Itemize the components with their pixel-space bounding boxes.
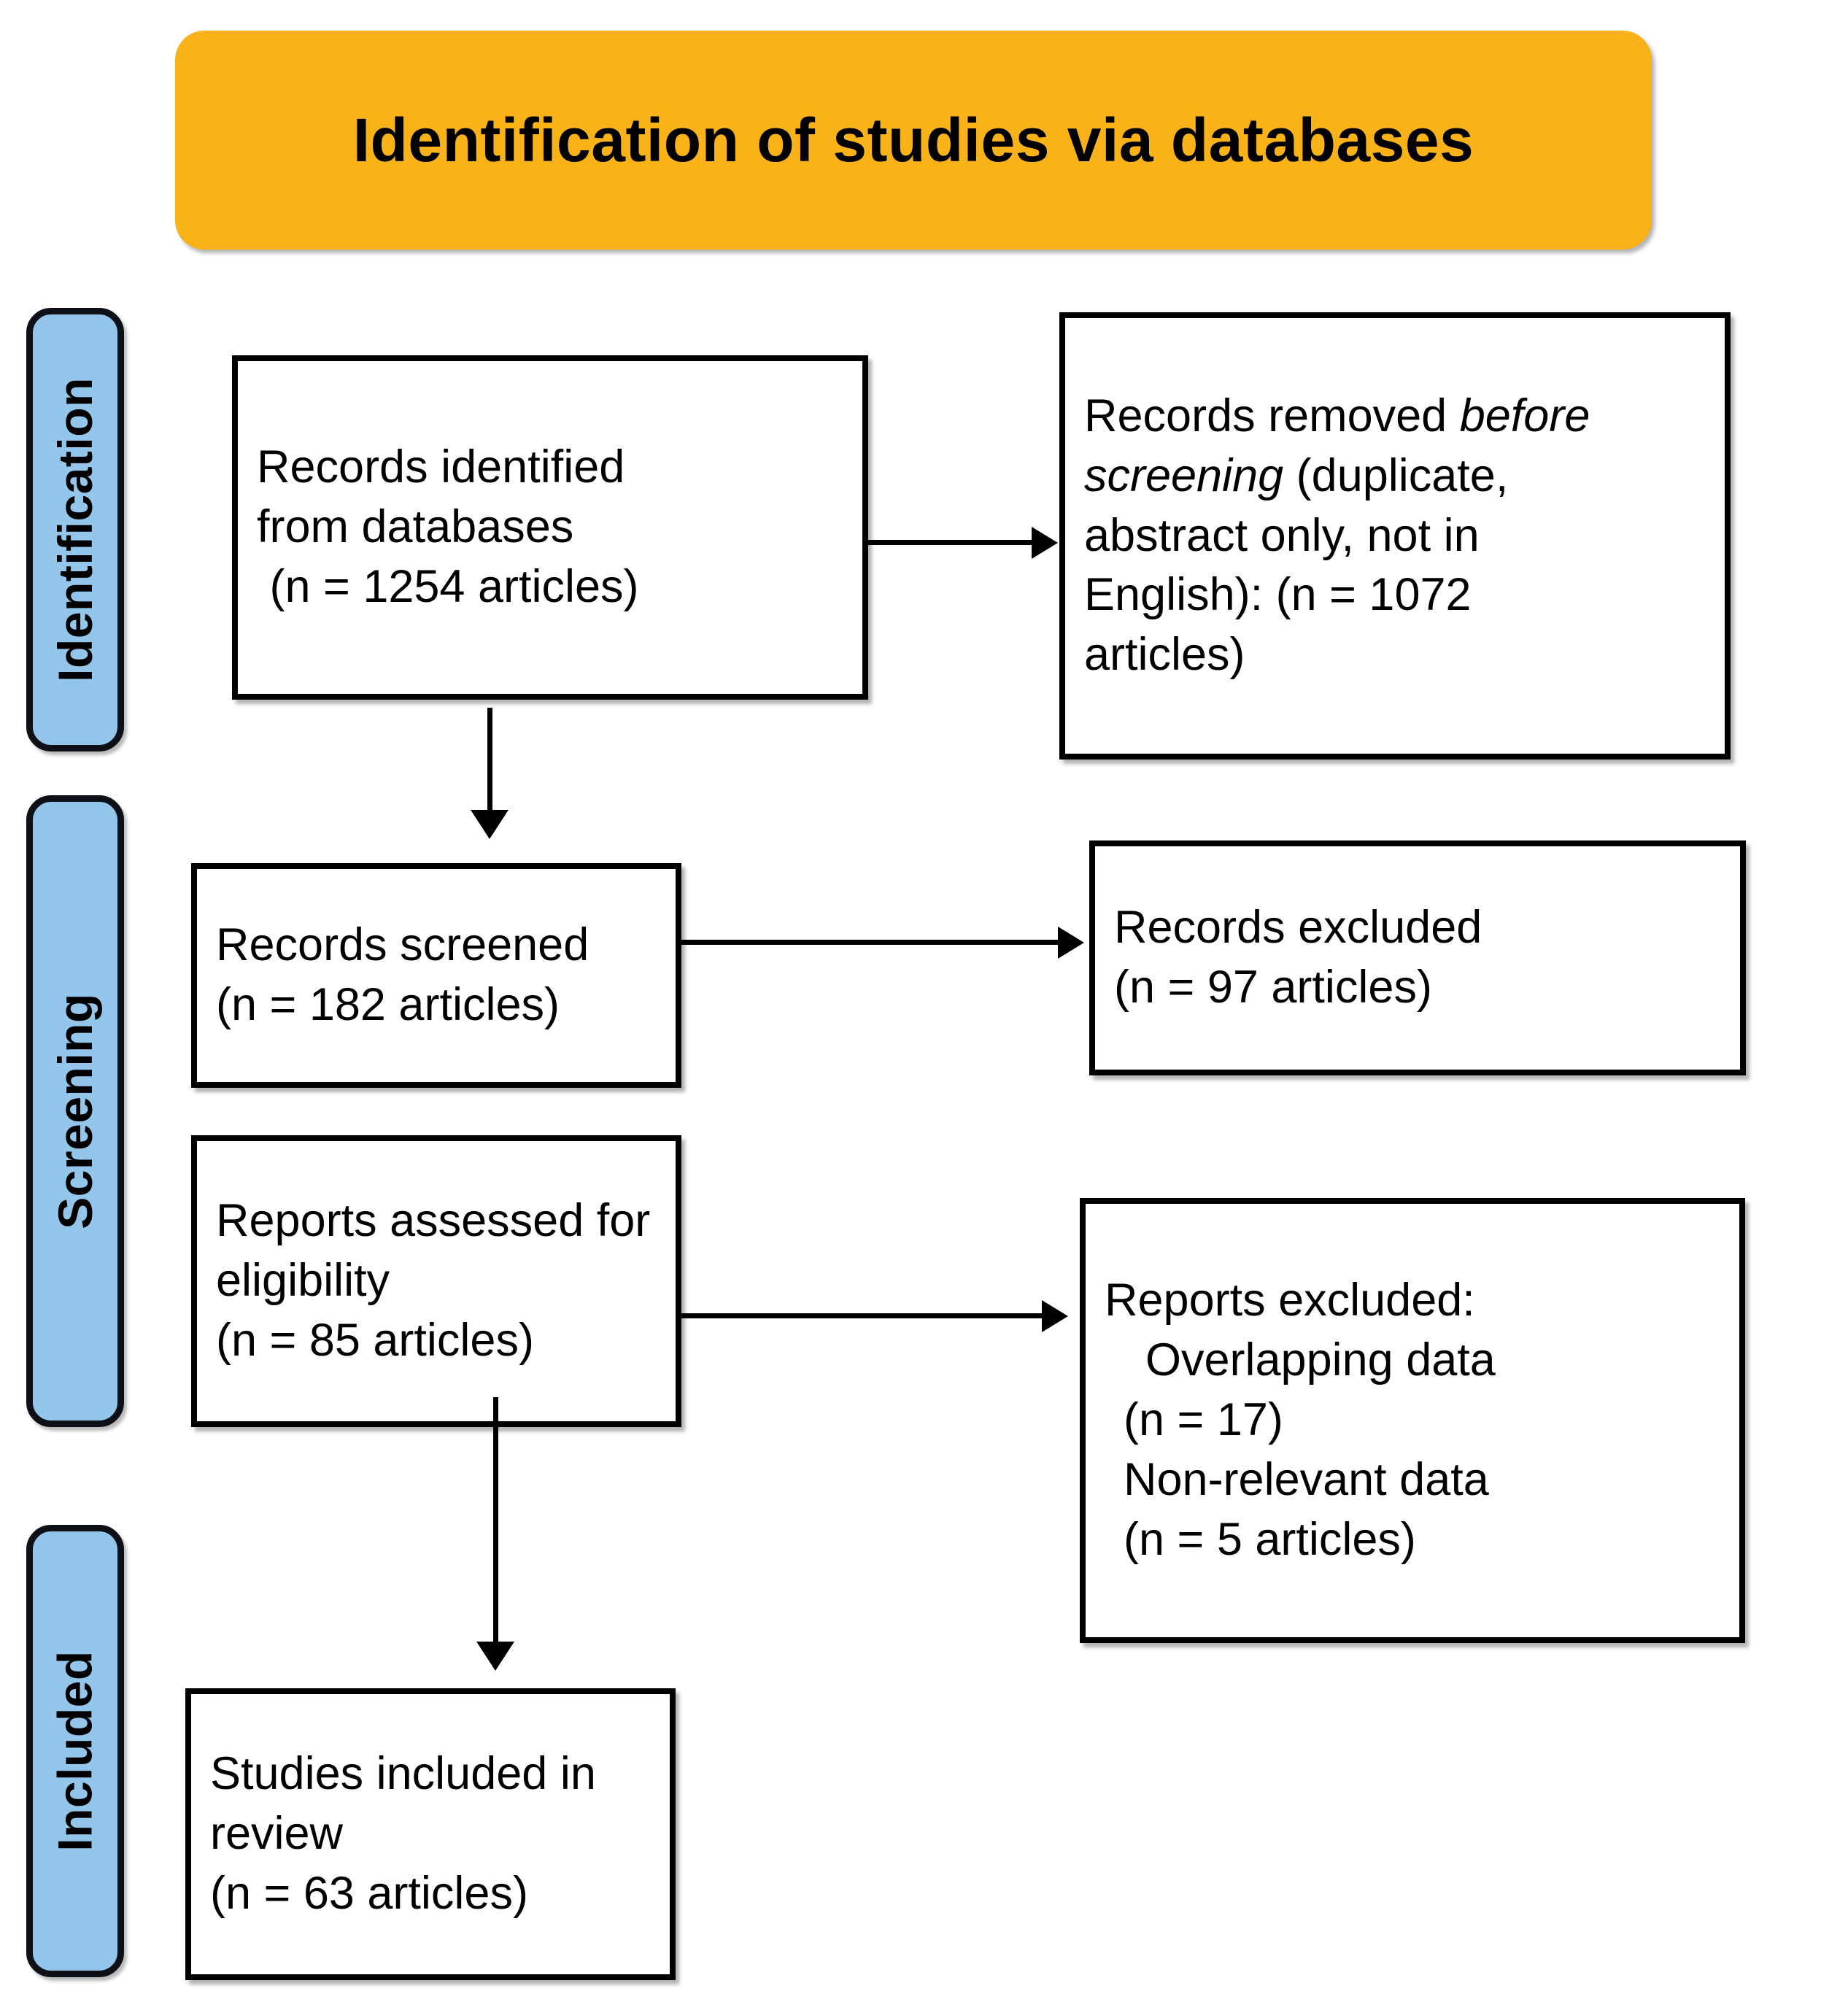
italic-emphasis: screening [1084, 449, 1284, 501]
flow-box-line: Reports excluded: [1105, 1275, 1475, 1326]
flow-box-reports-excluded: Reports excluded: Overlapping data (n = … [1080, 1198, 1745, 1643]
stage-tab-identification-label: Identification [48, 377, 103, 682]
flow-box-line: (n = 5 articles) [1124, 1513, 1416, 1565]
arrow-head-down-icon [476, 1642, 514, 1671]
stage-tab-screening: Screening [26, 795, 124, 1427]
italic-emphasis: before [1459, 390, 1590, 441]
connector-eligibility-to-included-line [493, 1397, 498, 1653]
stage-tab-included: Included [26, 1525, 124, 1977]
flow-box-records-identified: Records identified from databases (n = 1… [232, 355, 868, 700]
flow-box-line: (n = 17) [1124, 1394, 1283, 1446]
flow-box-line: review [210, 1808, 344, 1860]
flow-box-line: Records excluded [1114, 902, 1482, 954]
flow-box-line: Studies included in [210, 1748, 596, 1800]
flow-box-line: Records identified [257, 441, 625, 493]
flow-box-reports-assessed-eligibility: Reports assessed for eligibility (n = 85… [191, 1135, 681, 1427]
flow-box-line: abstract only, not in [1084, 509, 1480, 561]
flow-box-line: Overlapping data [1145, 1334, 1496, 1386]
flow-box-records-removed: Records removed before screening (duplic… [1059, 312, 1731, 760]
flow-box-line: (n = 1254 articles) [257, 560, 639, 612]
flow-box-line: articles) [1084, 629, 1245, 681]
flow-box-line: (n = 97 articles) [1114, 962, 1432, 1013]
diagram-title-banner: Identification of studies via databases [175, 31, 1652, 250]
flow-box-line: screening (duplicate, [1084, 449, 1509, 501]
flow-box-line: (n = 182 articles) [216, 979, 560, 1030]
flow-box-line: eligibility [216, 1255, 390, 1307]
flow-box-line: from databases [257, 501, 574, 553]
stage-tab-screening-label: Screening [48, 993, 103, 1229]
flow-box-records-excluded: Records excluded (n = 97 articles) [1089, 840, 1746, 1075]
arrow-head-right-icon [1042, 1300, 1068, 1332]
flow-box-line: (n = 85 articles) [216, 1314, 534, 1366]
flow-box-line: (n = 63 articles) [210, 1867, 528, 1919]
flow-box-records-screened: Records screened (n = 182 articles) [191, 863, 681, 1088]
flow-box-line: Non-relevant data [1124, 1453, 1489, 1505]
flow-box-line-text: Records removed before [1084, 390, 1590, 441]
arrow-head-down-icon [471, 810, 509, 839]
flow-box-line: Reports assessed for [216, 1195, 651, 1247]
flow-box-line: Records removed before [1084, 387, 1706, 447]
arrow-head-right-icon [1032, 527, 1058, 559]
arrow-head-right-icon [1058, 927, 1084, 959]
stage-tab-included-label: Included [48, 1650, 103, 1852]
stage-tab-identification: Identification [26, 308, 124, 751]
flow-box-line: Records screened [216, 919, 589, 971]
flow-box-studies-included: Studies included in review (n = 63 artic… [185, 1688, 676, 1980]
connector-identified-to-removed-line [868, 540, 1036, 545]
connector-eligibility-to-reports-excluded-line [681, 1313, 1046, 1318]
connector-identified-to-screened-line [487, 708, 492, 819]
diagram-title-text: Identification of studies via databases [352, 105, 1474, 174]
connector-screened-to-excluded-line [681, 940, 1062, 945]
flow-box-line: English): (n = 1072 [1084, 569, 1472, 621]
